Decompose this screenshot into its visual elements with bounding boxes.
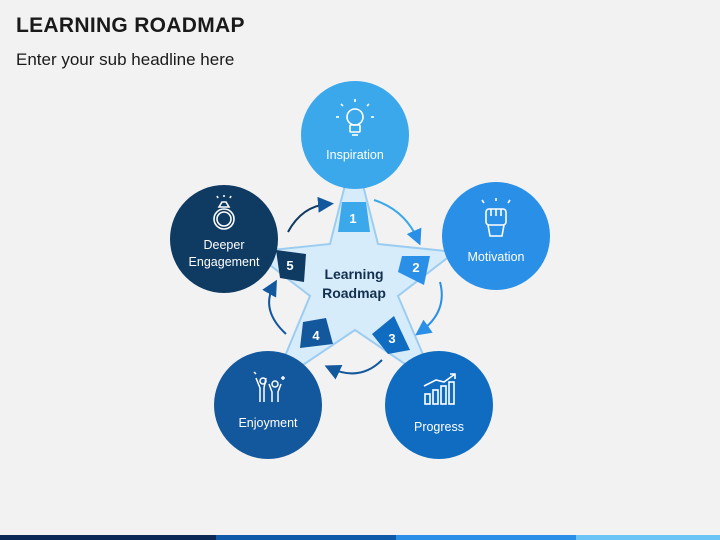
svg-text:4: 4 [312, 328, 320, 343]
svg-text:1: 1 [349, 211, 356, 226]
ring-icon [213, 195, 235, 230]
step-label-motivation: Motivation [468, 250, 525, 264]
step-number-tab-2: 2 [398, 256, 430, 285]
step-number-tab-3: 3 [372, 316, 410, 354]
page-subtitle: Enter your sub headline here [16, 50, 235, 69]
step-number-tab-4: 4 [300, 318, 333, 348]
step-circle-inspiration: Inspiration [301, 81, 409, 189]
step-circle-enjoyment: Enjoyment [214, 351, 322, 459]
step-circle-motivation: Motivation [442, 182, 550, 290]
fist-icon [481, 198, 511, 237]
step-label-deeper-engagement-line1: Deeper [204, 238, 245, 252]
center-title-line1: Learning [324, 266, 383, 282]
arrow-1-to-2 [373, 199, 422, 246]
step-number-tab-1: 1 [338, 202, 370, 232]
center-title-line2: Roadmap [322, 285, 386, 301]
step-number-tab-5: 5 [276, 250, 306, 282]
arrow-4-to-5 [262, 279, 287, 335]
step-label-enjoyment: Enjoyment [238, 416, 298, 430]
arrow-5-to-1 [287, 196, 334, 233]
arrow-3-to-4 [324, 359, 383, 380]
step-label-deeper-engagement-line2: Engagement [189, 255, 260, 269]
svg-text:2: 2 [412, 260, 419, 275]
step-circle-deeper-engagement: Deeper Engagement [170, 185, 278, 293]
lightbulb-icon [336, 99, 374, 136]
growth-chart-icon [423, 373, 456, 405]
footer-color-bar [0, 535, 720, 540]
svg-text:3: 3 [388, 331, 395, 346]
page-title: LEARNING ROADMAP [16, 14, 245, 37]
celebration-icon [253, 371, 285, 402]
arrow-2-to-3 [415, 281, 443, 336]
svg-text:5: 5 [286, 258, 293, 273]
step-circle-progress: Progress [385, 351, 493, 459]
step-label-inspiration: Inspiration [326, 148, 384, 162]
step-label-progress: Progress [414, 420, 464, 434]
